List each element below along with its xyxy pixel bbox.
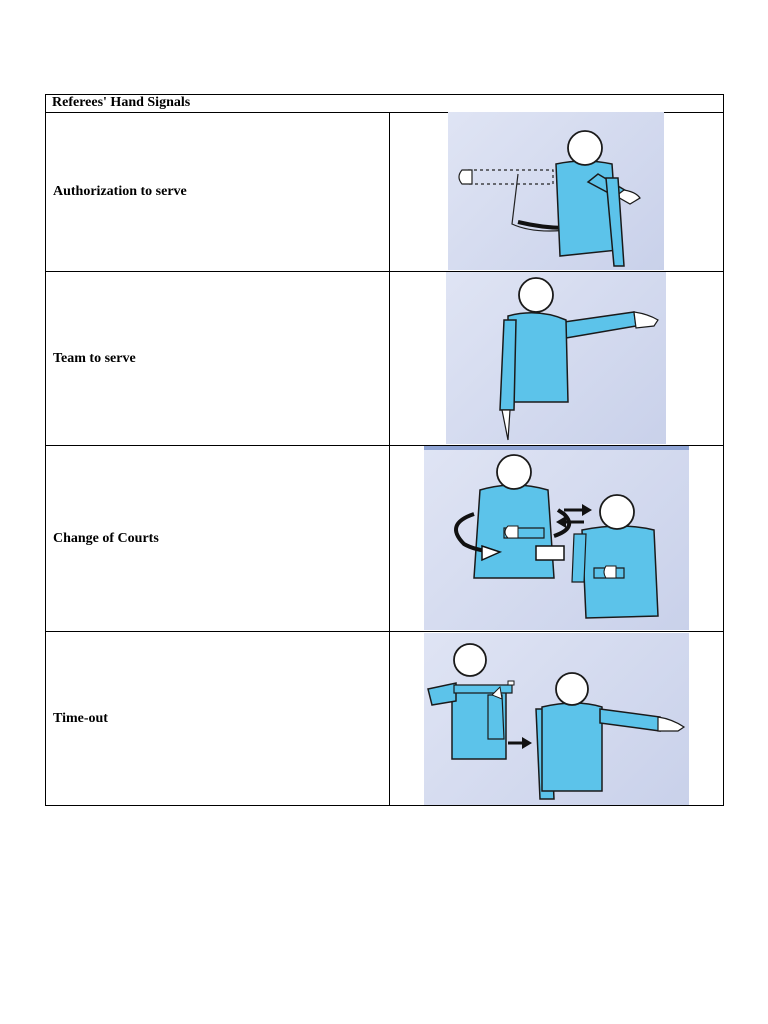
row-label-team-to-serve: Team to serve (53, 351, 136, 366)
row-label-authorization: Authorization to serve (53, 184, 187, 199)
row-label-time-out: Time-out (53, 711, 108, 726)
team-to-serve-figure (446, 272, 666, 444)
change-of-courts-figure (424, 446, 689, 630)
row-divider (45, 445, 724, 446)
table-border-left (45, 94, 46, 806)
time-out-figure (424, 633, 689, 805)
row-label-change-of-courts: Change of Courts (53, 531, 159, 546)
column-divider (389, 112, 390, 806)
authorization-to-serve-figure (448, 112, 664, 270)
table-title: Referees' Hand Signals (52, 95, 191, 110)
row-divider (45, 271, 724, 272)
table-border-bottom (45, 805, 724, 806)
row-divider (45, 631, 724, 632)
header-divider (45, 112, 724, 113)
table-border-top (45, 94, 724, 95)
table-border-right (723, 94, 724, 806)
